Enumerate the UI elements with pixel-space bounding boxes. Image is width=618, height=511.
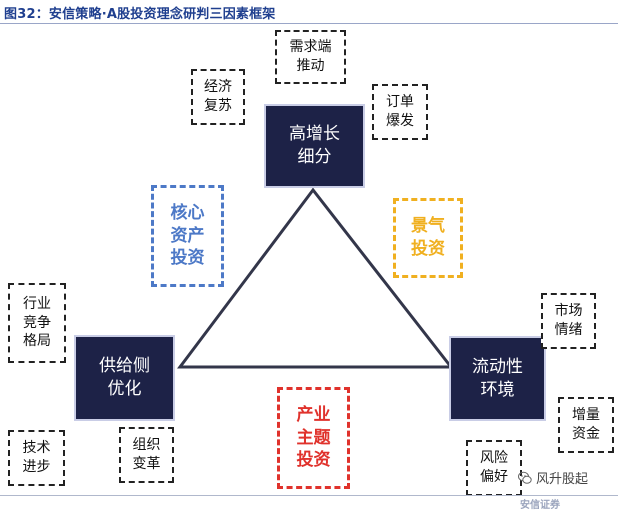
wechat-icon (518, 471, 532, 484)
watermark: 风升股起 (518, 468, 588, 487)
footer-divider (0, 495, 618, 496)
note-economy-line1: 经济 (204, 79, 232, 96)
note-industry-competition: 行业 竞争 格局 (8, 283, 66, 363)
node-supply-side-line2: 优化 (107, 379, 142, 399)
note-technology-line2: 进步 (22, 459, 51, 475)
note-orders-line1: 订单 (386, 94, 414, 111)
framework-triangle (176, 187, 455, 369)
note-economic-recovery: 经济 复苏 (191, 69, 245, 125)
note-market-sentiment: 市场 情绪 (541, 293, 596, 349)
figure-title: 图32：安信策略·A股投资理念研判三因素框架 (4, 7, 276, 22)
note-economy-line2: 复苏 (204, 98, 232, 114)
note-tech-progress: 技术 进步 (8, 430, 65, 486)
note-demand-line2: 推动 (296, 58, 325, 74)
note-demand-driven: 需求端 推动 (275, 30, 346, 84)
factor-core-assets-line2: 资产 (170, 225, 205, 246)
node-high-growth-line1: 高增长 (289, 124, 340, 145)
note-competition-line1: 行业 (23, 295, 51, 312)
factor-core-assets: 核心 资产 投资 (151, 185, 224, 287)
node-liquidity: 流动性 环境 (453, 340, 542, 417)
note-demand-line1: 需求端 (289, 39, 332, 56)
factor-boom-line1: 景气 (411, 216, 445, 237)
node-high-growth: 高增长 细分 (268, 108, 361, 184)
factor-core-assets-line1: 核心 (170, 202, 205, 223)
factor-industry-line2: 主题 (296, 427, 331, 448)
node-high-growth-line2: 细分 (297, 147, 332, 167)
note-org-reform: 组织 变革 (119, 427, 174, 483)
note-risk-line2: 偏好 (480, 469, 508, 485)
note-order-burst: 订单 爆发 (372, 84, 428, 140)
note-technology-line1: 技术 (22, 440, 51, 457)
note-competition-line3: 格局 (23, 333, 51, 350)
factor-boom: 景气 投资 (393, 198, 463, 278)
note-market-line1: 市场 (554, 303, 583, 320)
note-market-line2: 情绪 (554, 322, 583, 338)
node-supply-side-line1: 供给侧 (99, 356, 150, 377)
note-risk-appetite: 风险 偏好 (466, 440, 522, 496)
node-supply-side: 供给侧 优化 (78, 339, 171, 417)
footer-logo: 安信证券 (520, 500, 560, 511)
factor-industry-theme: 产业 主题 投资 (277, 387, 350, 489)
title-divider (0, 23, 618, 24)
factor-boom-line2: 投资 (411, 239, 445, 259)
node-liquidity-line2: 环境 (480, 379, 515, 400)
factor-core-assets-line3: 投资 (170, 248, 205, 269)
note-capital-line1: 增量 (572, 407, 600, 424)
factor-industry-line3: 投资 (296, 450, 331, 471)
note-organization-line2: 变革 (132, 456, 161, 472)
watermark-text: 风升股起 (536, 472, 589, 487)
note-orders-line2: 爆发 (386, 113, 414, 129)
node-liquidity-line1: 流动性 (472, 356, 523, 377)
note-competition-line2: 竞争 (23, 314, 51, 331)
note-organization-line1: 组织 (132, 437, 161, 454)
note-capital-line2: 资金 (572, 426, 600, 442)
note-risk-line1: 风险 (480, 450, 508, 467)
note-incremental-capital: 增量 资金 (558, 397, 614, 453)
factor-industry-line1: 产业 (296, 404, 331, 425)
